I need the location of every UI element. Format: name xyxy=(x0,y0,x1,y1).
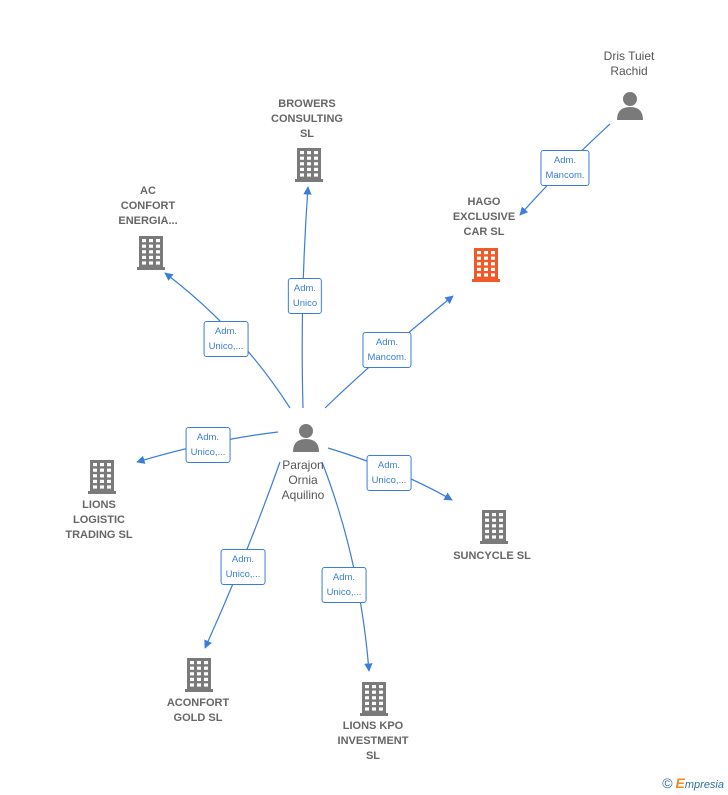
edge-role-label[interactable]: Adm. Unico,... xyxy=(203,321,249,357)
building-icon[interactable] xyxy=(88,460,116,499)
edge-role-label[interactable]: Adm. Mancom. xyxy=(540,150,590,186)
company-name[interactable]: BROWERS CONSULTING SL xyxy=(271,98,343,140)
building-icon[interactable] xyxy=(137,236,165,275)
edge-center-lionskpo xyxy=(321,461,373,672)
empresia-footer[interactable]: ©Empresia xyxy=(662,775,724,791)
company-name[interactable]: HAGO EXCLUSIVE CAR SL xyxy=(452,196,516,238)
building-icon[interactable] xyxy=(360,682,388,721)
edge-role-label[interactable]: Adm. Mancom. xyxy=(362,332,412,368)
person-name[interactable]: Parajon Ornia Aquilino xyxy=(281,458,325,502)
edge-role-label[interactable]: Adm. Unico,... xyxy=(220,549,266,585)
company-name[interactable]: LIONS KPO INVESTMENT SL xyxy=(337,720,409,762)
highlighted-building-icon[interactable] xyxy=(472,248,500,287)
edge-role-label[interactable]: Adm. Unico,... xyxy=(366,455,412,491)
company-name[interactable]: SUNCYCLE SL xyxy=(453,550,531,562)
company-name[interactable]: LIONS LOGISTIC TRADING SL xyxy=(65,499,133,541)
building-icon[interactable] xyxy=(295,148,323,187)
edge-role-label[interactable]: Adm. Unico,... xyxy=(321,567,367,603)
person-name[interactable]: Dris Tuiet Rachid xyxy=(603,49,655,78)
person-icon[interactable] xyxy=(291,422,321,457)
edge-role-label[interactable]: Adm. Unico xyxy=(287,278,323,314)
company-name[interactable]: ACONFORT GOLD SL xyxy=(166,697,230,724)
building-icon[interactable] xyxy=(480,510,508,549)
brand-name: mpresia xyxy=(684,779,724,791)
company-name[interactable]: AC CONFORT ENERGIA... xyxy=(118,185,178,227)
copyright-symbol: © xyxy=(662,775,673,791)
edge-role-label[interactable]: Adm. Unico,... xyxy=(185,427,231,463)
brand-initial: E xyxy=(675,775,685,791)
person-icon[interactable] xyxy=(615,90,645,125)
building-icon[interactable] xyxy=(185,658,213,697)
